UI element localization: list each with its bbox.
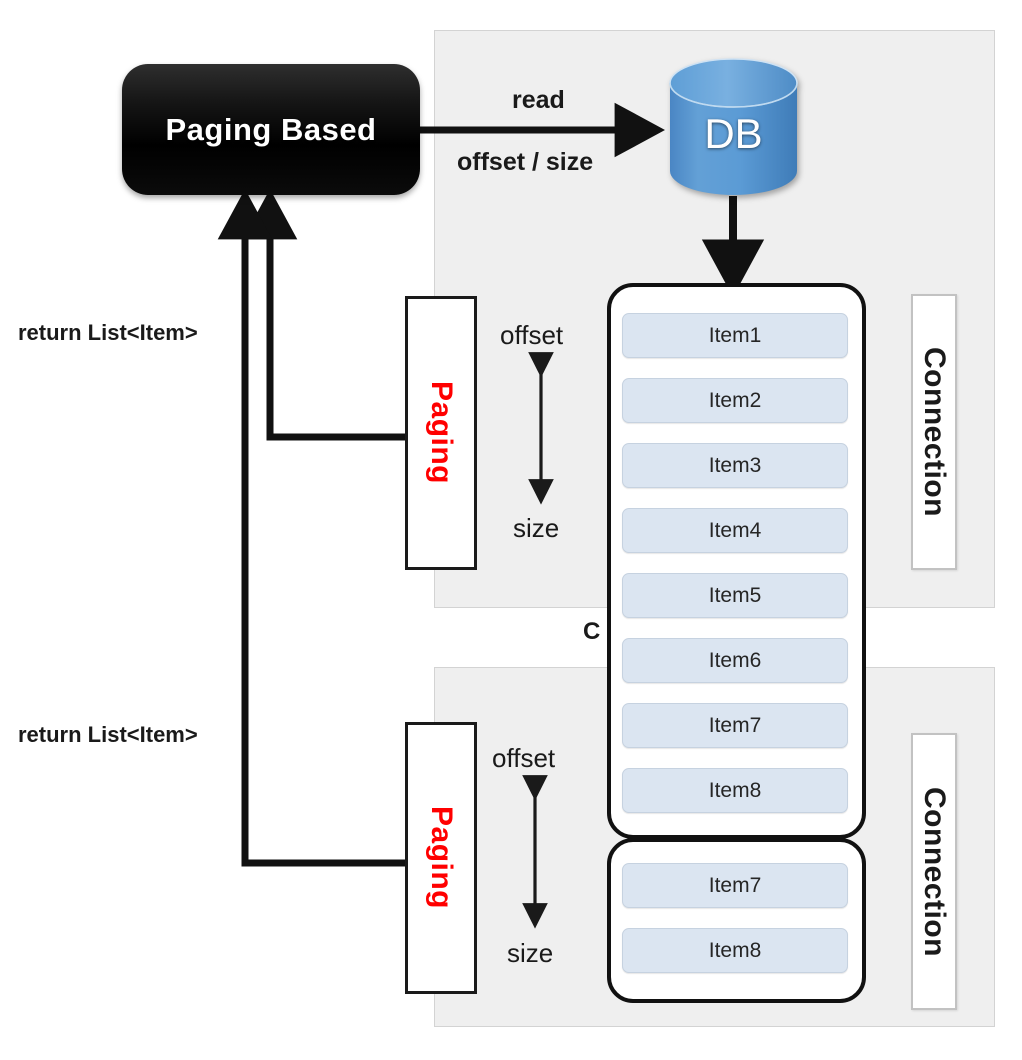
list-item[interactable]: Item6 xyxy=(622,638,848,683)
list-item-label: Item2 xyxy=(708,388,762,412)
edge-return-bottom-label: return List<Item> xyxy=(18,722,198,747)
list-item-label: Item3 xyxy=(708,453,762,477)
item-list-top: Item1 Item2 Item3 Item4 Item5 Item6 Item… xyxy=(607,283,866,839)
list-item-label: Item6 xyxy=(708,648,762,672)
connection-box-bottom[interactable]: Connection xyxy=(911,733,957,1010)
list-item[interactable]: Item4 xyxy=(622,508,848,553)
item-list-bottom: Item7 Item8 xyxy=(607,838,866,1003)
list-item[interactable]: Item7 xyxy=(622,703,848,748)
connection-box-top-label: Connection xyxy=(918,347,951,517)
list-item-label: Item7 xyxy=(708,873,762,897)
list-item[interactable]: Item8 xyxy=(622,928,848,973)
edge-return-top-label: return List<Item> xyxy=(18,320,198,345)
edge-offset-size-label: offset / size xyxy=(457,148,594,176)
connection-box-bottom-label: Connection xyxy=(918,786,951,957)
node-paging-based[interactable]: Paging Based xyxy=(122,64,420,195)
list-item[interactable]: Item3 xyxy=(622,443,848,488)
hidden-connection-label: C xyxy=(583,618,601,645)
list-item-label: Item4 xyxy=(708,518,762,542)
node-paging-based-label: Paging Based xyxy=(165,111,377,147)
list-item[interactable]: Item5 xyxy=(622,573,848,618)
connection-box-top[interactable]: Connection xyxy=(911,294,957,570)
paging-box-top-label: Paging xyxy=(425,381,458,485)
paging-box-top[interactable]: Paging xyxy=(405,296,477,570)
size-label-top: size xyxy=(513,513,560,543)
list-item-label: Item8 xyxy=(708,778,762,802)
db-node[interactable]: DB xyxy=(666,57,801,197)
list-item[interactable]: Item1 xyxy=(622,313,848,358)
list-item-label: Item1 xyxy=(708,323,762,347)
list-item-label: Item8 xyxy=(708,938,762,962)
edge-read-label: read xyxy=(512,86,565,114)
paging-box-bottom-label: Paging xyxy=(425,806,458,910)
list-item[interactable]: Item8 xyxy=(622,768,848,813)
offset-label-bottom: offset xyxy=(492,743,556,773)
list-item-label: Item5 xyxy=(708,583,762,607)
paging-box-bottom[interactable]: Paging xyxy=(405,722,477,994)
size-label-bottom: size xyxy=(507,938,554,968)
offset-label-top: offset xyxy=(500,320,564,350)
list-item-label: Item7 xyxy=(708,713,762,737)
list-item[interactable]: Item7 xyxy=(622,863,848,908)
list-item[interactable]: Item2 xyxy=(622,378,848,423)
db-cylinder-icon xyxy=(669,58,798,195)
